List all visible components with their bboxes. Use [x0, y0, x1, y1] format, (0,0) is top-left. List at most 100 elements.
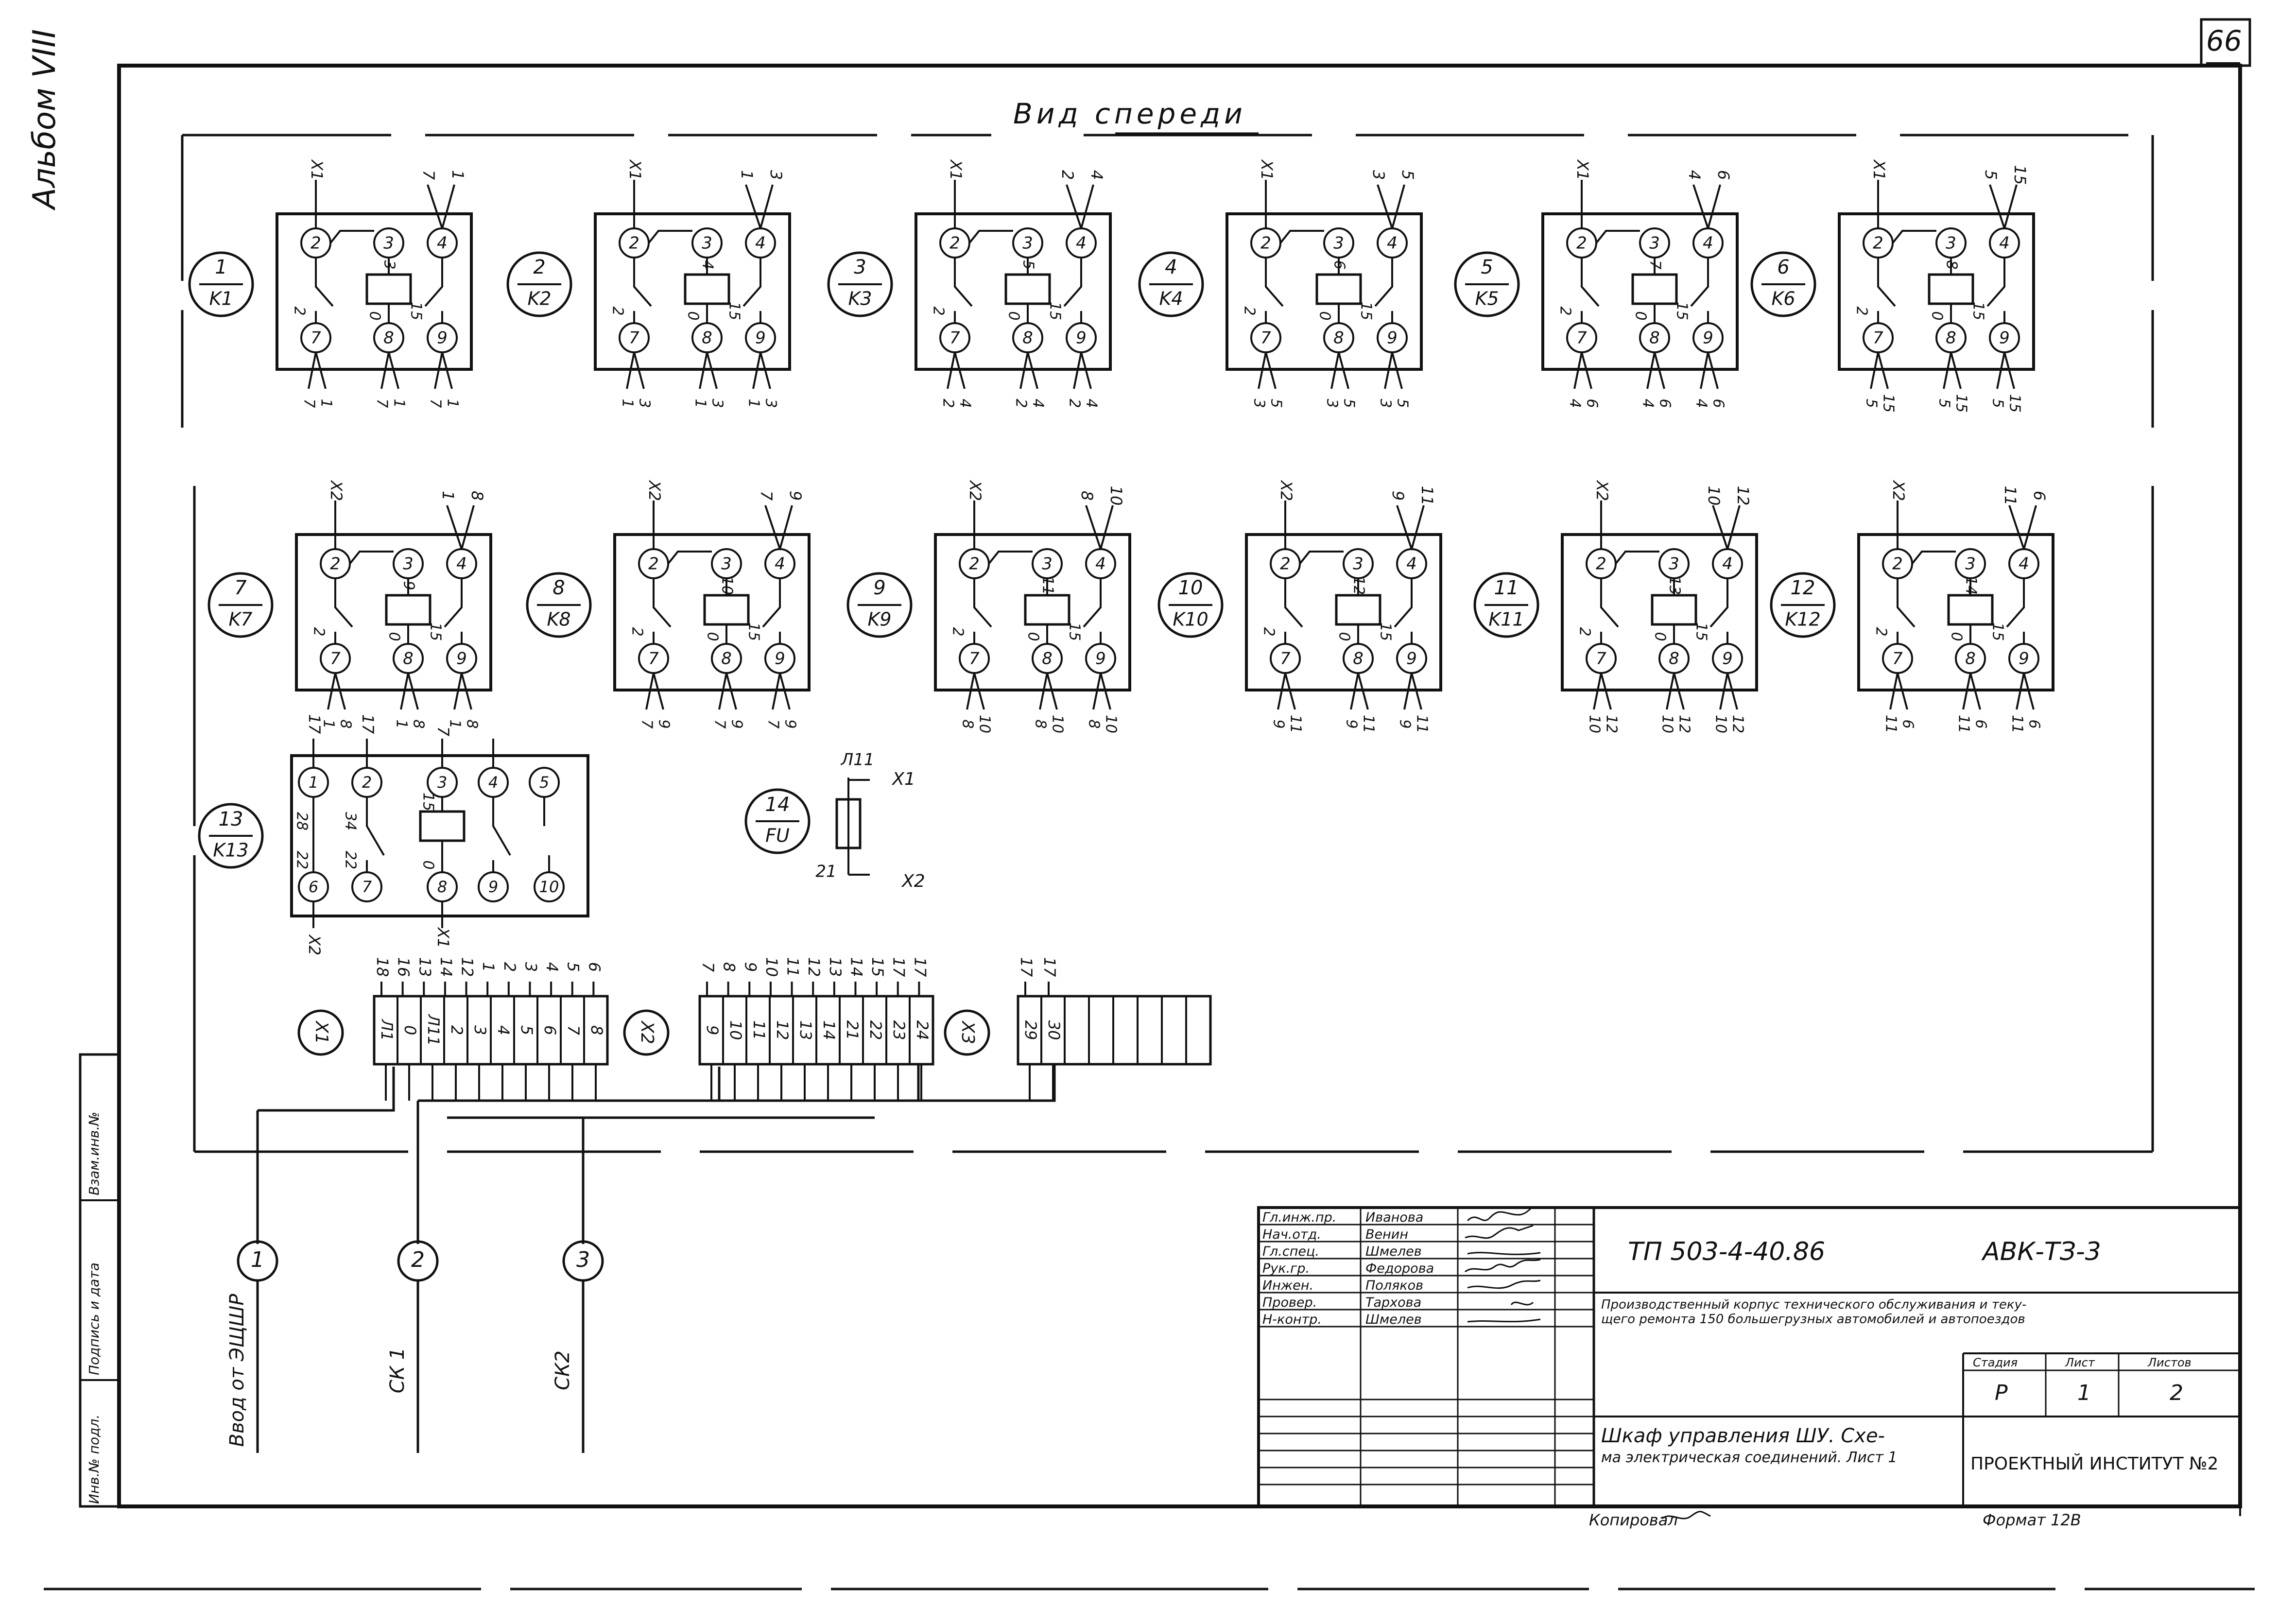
- relay-pin-number: 8: [1965, 649, 1976, 669]
- stamp-role: Н-контр.: [1262, 1312, 1322, 1327]
- relay-bottom-wire: 4: [1640, 398, 1657, 408]
- relay-bottom-wire: 4: [957, 398, 974, 408]
- relay-pin-number: 2: [311, 234, 321, 253]
- terminal-cell: 11: [750, 1020, 768, 1040]
- relay-badge-code: K8: [547, 609, 570, 630]
- relay-bottom-wire: 1: [447, 719, 464, 728]
- relay-coil-wire: 3: [381, 260, 398, 269]
- relay-badge: [1454, 251, 1520, 317]
- terminal-wire-label: 11: [784, 957, 802, 977]
- terminal-cell: 3: [471, 1025, 489, 1035]
- relay-pin-number: 8: [1042, 649, 1053, 669]
- panel-outline: [181, 132, 2154, 1153]
- relay-pin-number: 7: [969, 649, 980, 669]
- relay-wire-label: 0: [1948, 632, 1965, 641]
- relay-bottom-wire: 1: [745, 398, 762, 408]
- relay-top-wire: 15: [2011, 165, 2029, 185]
- relay-wire-label: 0: [1652, 632, 1669, 641]
- relay-badge: [1138, 251, 1204, 317]
- relay-pin-number: 9: [456, 649, 467, 669]
- relay-badge-number: 3: [854, 256, 866, 278]
- relay-top-wire: 3: [1369, 170, 1388, 180]
- relay-wire-label: 15: [1989, 622, 2006, 641]
- relay-coil-wire: 4: [699, 260, 716, 269]
- side-stamp: [79, 1053, 121, 1508]
- relay-pin-number: 8: [403, 649, 414, 669]
- relay-badge: [198, 803, 264, 869]
- relay-badge-number: 10: [1178, 577, 1203, 599]
- relay-wire-label: 15: [1970, 302, 1987, 320]
- title-block: [1257, 1206, 2242, 1508]
- terminal-wire-label: 9: [741, 962, 760, 972]
- fuse-in-label: Л11: [840, 750, 875, 770]
- stamp-code: АВК-ТЗ-3: [1983, 1237, 2101, 1266]
- terminal-cell: 29: [1021, 1020, 1040, 1040]
- relay-bottom-wire: 5: [1989, 398, 2006, 408]
- relay-top-wire: X2: [1277, 480, 1295, 501]
- relay-top-wire: 1: [449, 170, 467, 180]
- view-title: Вид спереди: [1013, 97, 1246, 130]
- relay-badge: [207, 572, 274, 638]
- relay-pin-number: 2: [1260, 234, 1271, 253]
- relay-coil: [365, 273, 412, 305]
- relay-wire-label: 0: [685, 311, 702, 320]
- stamp-name: Федорова: [1365, 1261, 1434, 1276]
- relay-bottom-wire: 9: [728, 719, 745, 728]
- relay-body: [295, 533, 492, 691]
- relay-pin-number: 7: [362, 878, 372, 896]
- terminal-wire-label: 1: [479, 962, 498, 972]
- terminal-wire-label: 3: [521, 962, 540, 972]
- relay-pin-number: 1: [309, 773, 318, 792]
- relay-pin-number: 2: [1873, 234, 1883, 253]
- relay-wire-label: 22: [342, 851, 359, 869]
- fuse-badge-number: 14: [765, 794, 790, 816]
- relay-badge-code: K13: [213, 840, 248, 861]
- relay-pin-number: 4: [437, 234, 448, 253]
- relay-bottom-wire: 5: [1936, 398, 1953, 408]
- relay-badge-code: K1: [209, 288, 233, 310]
- stamp-sheet-header: Лист: [2065, 1356, 2095, 1369]
- terminal-cell: 7: [564, 1025, 583, 1036]
- relay-pin-number: 4: [755, 234, 766, 253]
- relay-wire-label: 22: [293, 851, 311, 869]
- relay-bottom-wire: 3: [1324, 398, 1341, 408]
- relay-top-wire: 5: [1398, 170, 1417, 180]
- cable-badge-number: 2: [411, 1247, 425, 1272]
- relay-badge-number: 4: [1165, 256, 1177, 278]
- relay-bottom-wire: 7: [301, 398, 318, 408]
- album-label: Альбом VIII: [27, 29, 63, 209]
- relay-bottom-wire: 6: [1584, 398, 1601, 408]
- terminal-wire-label: 6: [585, 962, 604, 972]
- relay-bottom-wire: 2: [1013, 398, 1030, 408]
- terminal-wire-label: 14: [847, 957, 865, 977]
- relay-pin-number: 7: [1260, 328, 1271, 348]
- terminal-wire-label: 13: [826, 957, 845, 977]
- relay-badge: [1770, 572, 1836, 638]
- relay-wire-label: 15: [1358, 302, 1375, 320]
- relay-body: [934, 533, 1131, 691]
- relay-pin-number: 6: [309, 878, 318, 896]
- relay-body: [1541, 212, 1739, 371]
- relay-badge-code: K5: [1475, 288, 1499, 310]
- relay-top-wire: 1: [738, 170, 756, 180]
- relay-pin-number: 8: [1353, 649, 1364, 669]
- relay-pin-number: 3: [1042, 554, 1053, 574]
- terminal-cell: 6: [541, 1025, 559, 1035]
- relay-bottom-wire: 11: [2009, 715, 2026, 733]
- relay-badge-code: K11: [1488, 609, 1524, 630]
- relay-top-wire: 6: [1714, 170, 1733, 180]
- terminal-cell: 0: [401, 1025, 419, 1035]
- relay-coil: [1928, 273, 1974, 305]
- relay-wire-label: 34: [342, 812, 359, 830]
- terminal-wire-label: 16: [395, 957, 413, 977]
- terminal-cell: 14: [820, 1020, 838, 1040]
- relay-pin-number: 8: [1333, 328, 1344, 348]
- stamp-name: Поляков: [1365, 1278, 1424, 1293]
- relay-pin-number: 9: [488, 878, 498, 896]
